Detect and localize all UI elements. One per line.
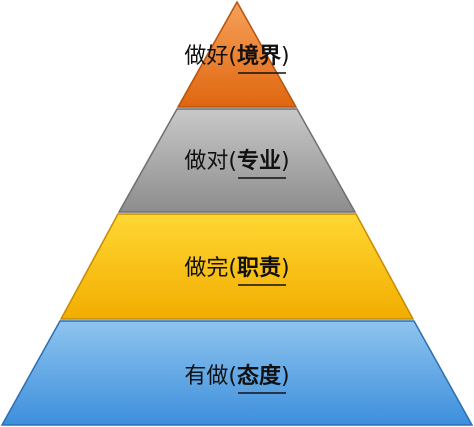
tier-top-prefix: 做好( xyxy=(184,44,237,69)
tier-top-keyword: 境界 xyxy=(237,43,281,69)
tier-second-shape xyxy=(117,108,357,213)
tier-top-label: 做好(境界) xyxy=(184,43,289,69)
tier-base-keyword: 态度 xyxy=(237,363,282,389)
pyramid-tier-top: 做好(境界) xyxy=(176,0,298,108)
pyramid-tier-second: 做对(专业) xyxy=(117,108,357,213)
tier-second-suffix: ) xyxy=(281,149,290,174)
tier-top-shape xyxy=(176,0,298,108)
tier-base-label: 有做(态度) xyxy=(184,363,289,389)
tier-third-suffix: ) xyxy=(281,256,290,281)
tier-base-prefix: 有做( xyxy=(184,364,237,389)
tier-second-label: 做对(专业) xyxy=(184,148,289,174)
tier-third-label: 做完(职责) xyxy=(184,255,289,281)
tier-second-prefix: 做对( xyxy=(184,149,237,174)
tier-third-shape xyxy=(59,213,415,320)
tier-base-shape xyxy=(0,320,474,426)
pyramid-tier-base: 有做(态度) xyxy=(0,320,474,426)
tier-top-suffix: ) xyxy=(281,44,290,69)
pyramid-tier-third: 做完(职责) xyxy=(59,213,415,320)
tier-second-keyword: 专业 xyxy=(237,148,281,174)
tier-base-suffix: ) xyxy=(281,364,290,389)
tier-third-keyword: 职责 xyxy=(237,255,281,281)
tier-third-prefix: 做完( xyxy=(184,256,237,281)
